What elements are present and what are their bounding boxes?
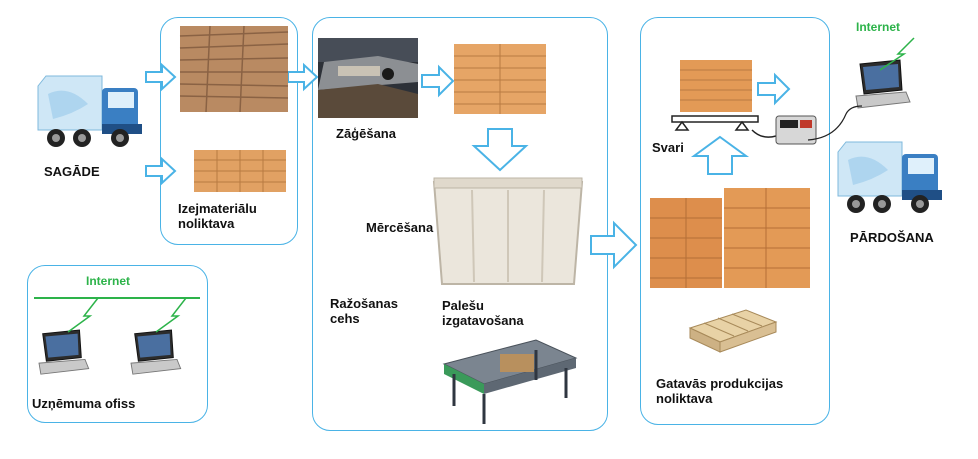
label-workshop: Ražošanas cehs: [330, 296, 398, 326]
label-internet-office: Internet: [86, 274, 131, 288]
arrow-right-icon: [421, 64, 455, 98]
sawmill-icon: [318, 38, 418, 118]
label-sawing: Zāģēšana: [336, 126, 396, 141]
arrow-right-icon: [145, 62, 177, 92]
laptop-icon: [855, 59, 911, 109]
truck-icon: [837, 141, 942, 213]
label-internet-top: Internet: [856, 20, 901, 34]
label-soaking: Mērcēšana: [366, 220, 434, 235]
arrow-right-icon: [287, 62, 319, 92]
truck-icon: [37, 75, 142, 147]
arrow-down-icon: [471, 128, 529, 172]
pallet-icon: [688, 309, 778, 353]
wood-stack-icon: [454, 44, 546, 114]
label-raw-warehouse: Izejmateriālu noliktava: [178, 201, 257, 231]
production-box: [312, 17, 608, 431]
laptop-icon: [130, 329, 182, 375]
cable-line: [807, 105, 863, 141]
lightning-icon: [879, 37, 915, 71]
wood-stack-icon: [194, 150, 286, 192]
label-finished-warehouse: Gatavās produkcijas noliktava: [656, 376, 784, 406]
scale-icon: [671, 115, 817, 145]
arrow-right-icon: [757, 72, 791, 106]
wood-stack-icon: [179, 25, 289, 113]
container-icon: [432, 177, 584, 285]
label-pallet-making: Palešu izgatavošana: [442, 298, 524, 328]
label-sagade: SAGĀDE: [44, 164, 100, 179]
label-sales: PĀRDOŠANA: [850, 230, 934, 245]
conveyor-icon: [442, 339, 578, 424]
lightning-icon: [67, 297, 99, 333]
wood-stack-icon: [680, 60, 752, 112]
internet-link-line: [34, 297, 200, 299]
label-office: Uzņēmuma ofiss: [32, 396, 136, 411]
lightning-icon: [155, 297, 187, 333]
arrow-up-icon: [690, 135, 750, 175]
raw-materials-box: [160, 17, 298, 245]
arrow-right-icon: [590, 220, 638, 270]
wood-stack-icon: [650, 188, 810, 288]
laptop-icon: [38, 329, 90, 375]
office-box: [27, 265, 208, 423]
finished-goods-box: [640, 17, 830, 425]
arrow-right-icon: [145, 156, 177, 186]
label-scale: Svari: [652, 140, 684, 155]
